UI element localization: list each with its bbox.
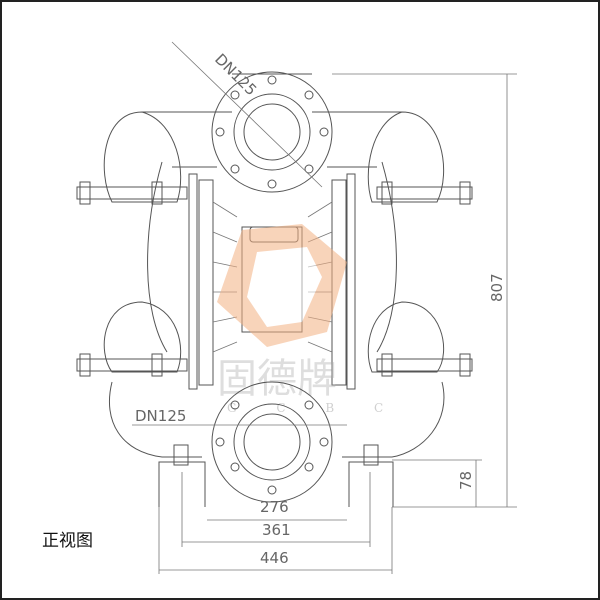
dim-width-outer: 446	[260, 549, 289, 567]
watermark-letters: G C B C	[227, 401, 401, 415]
bottom-flange	[211, 381, 333, 503]
view-caption: 正视图	[42, 531, 93, 551]
dim-foot-height: 78	[457, 471, 475, 490]
top-flange	[211, 71, 333, 193]
dimension-lines	[132, 41, 517, 574]
dn-bottom-label: DN125	[135, 407, 186, 425]
dim-width-mid: 361	[262, 521, 291, 539]
watermark-logo: 固德牌 G C B C	[217, 224, 401, 415]
dim-height-total: 807	[488, 273, 506, 302]
dim-width-inner: 276	[260, 498, 289, 516]
support-feet	[158, 444, 394, 507]
watermark-text: 固德牌	[217, 356, 337, 402]
